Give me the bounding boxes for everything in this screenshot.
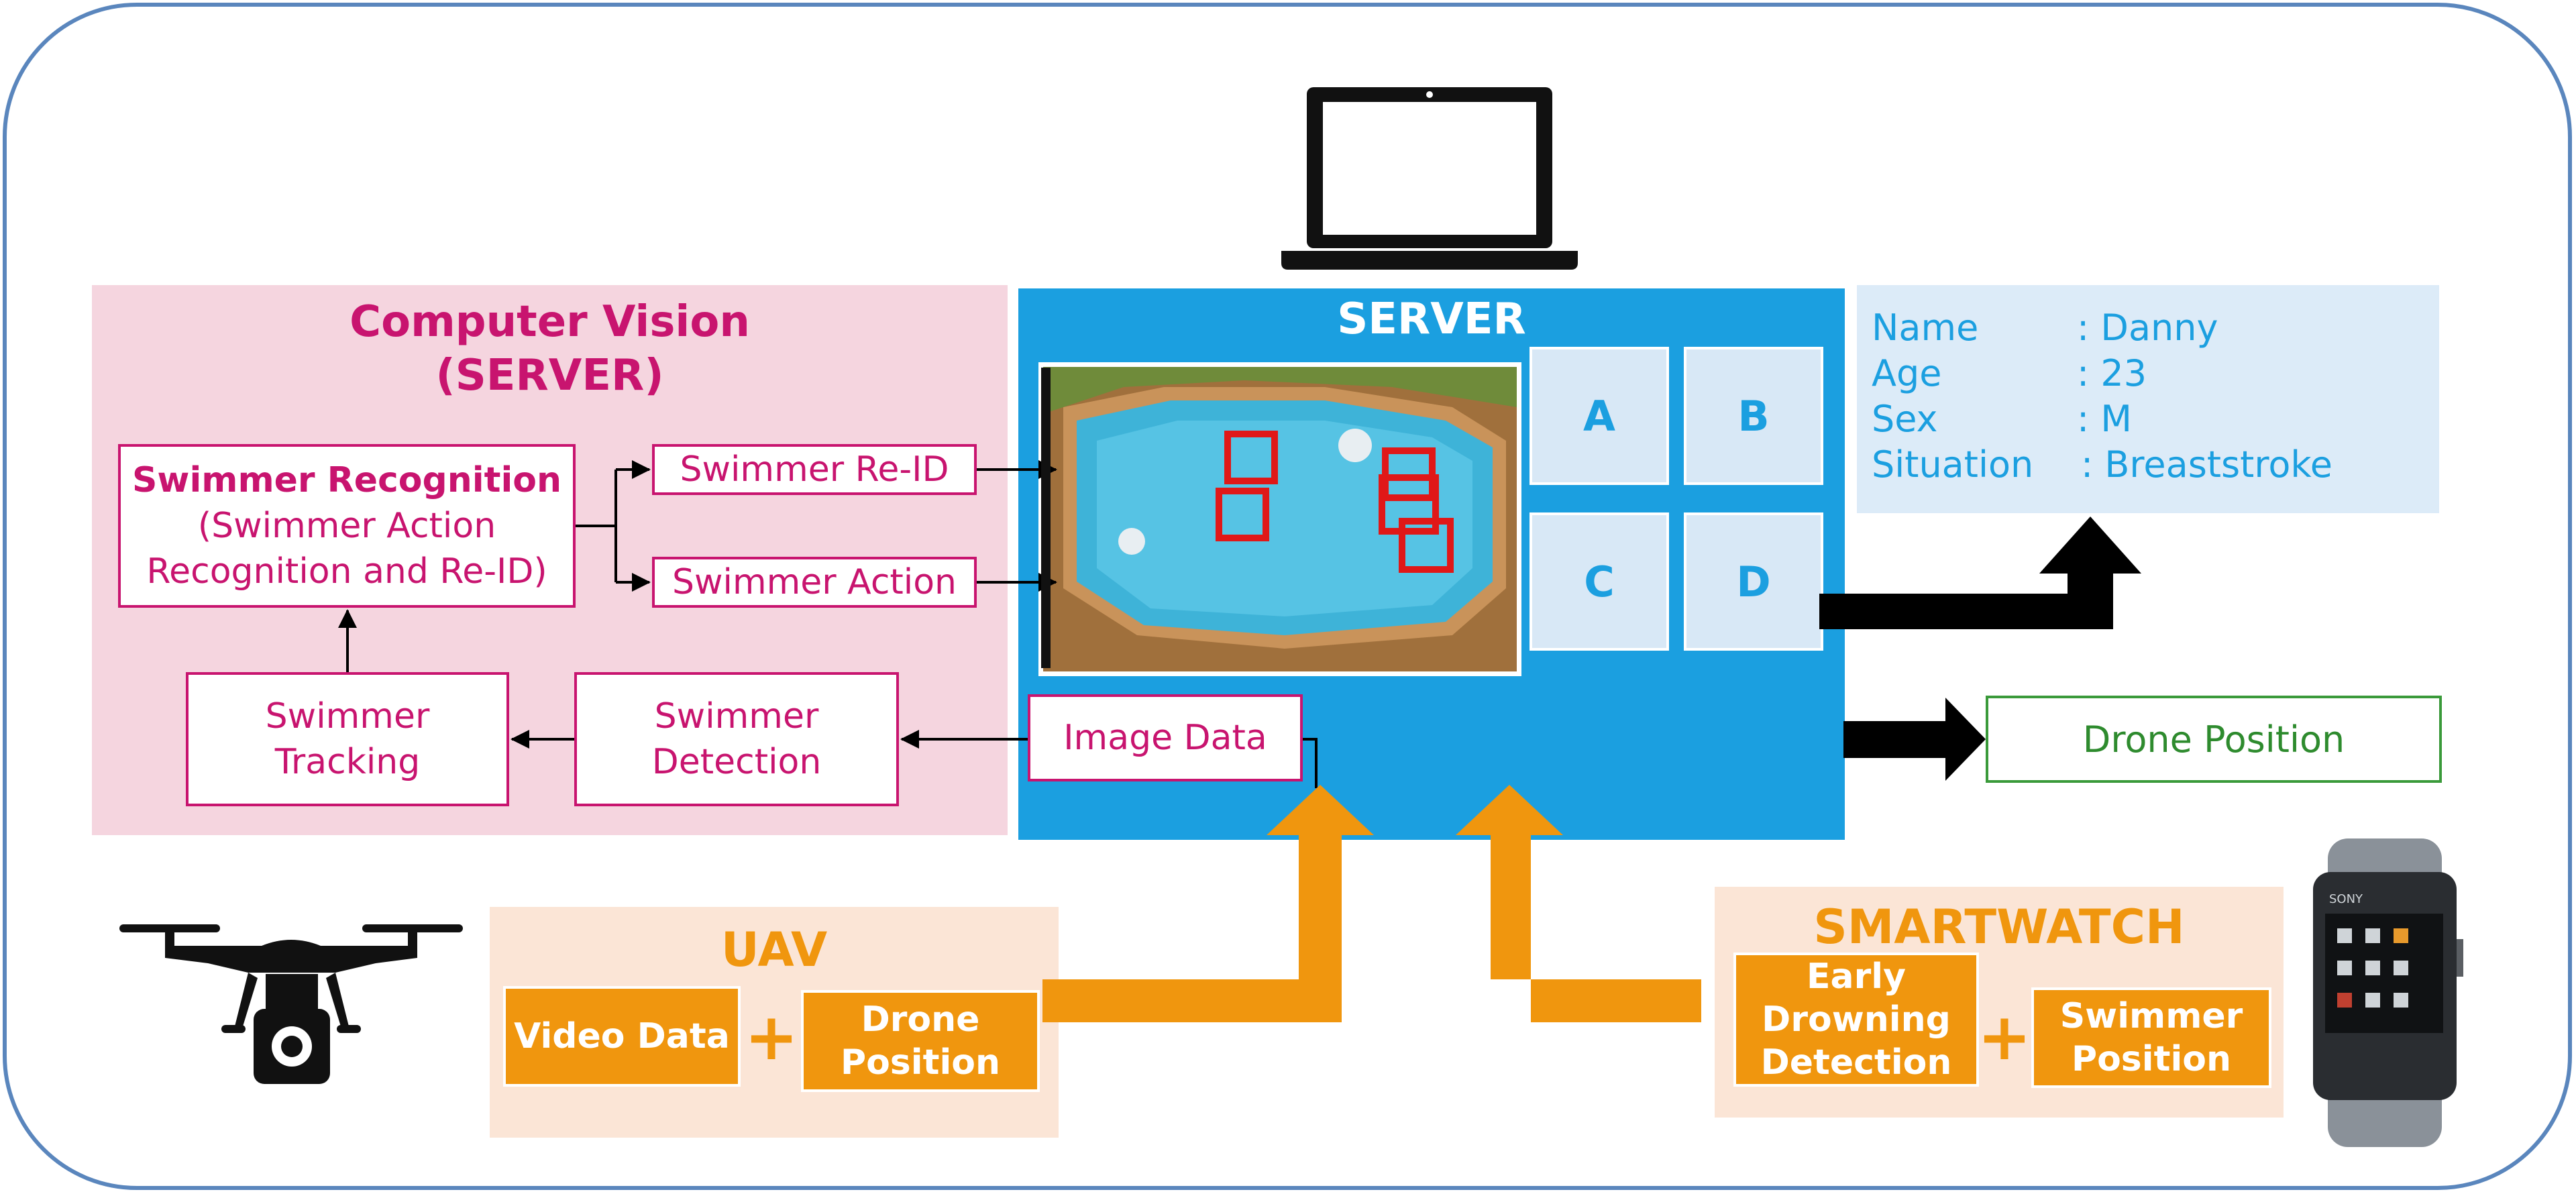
info-value-name: : Danny xyxy=(2077,307,2218,349)
svg-text:SONY: SONY xyxy=(2329,892,2363,906)
tile-b: B xyxy=(1684,347,1823,485)
pool-illustration xyxy=(1043,367,1517,671)
detection-line1: Swimmer xyxy=(654,696,819,737)
photo-bar xyxy=(1041,368,1051,668)
image-data-box: Image Data xyxy=(1028,694,1303,781)
early-line3: Detection xyxy=(1760,1042,1952,1083)
info-value-age: : 23 xyxy=(2077,352,2147,394)
detection-line2: Detection xyxy=(651,742,822,782)
computer-vision-title: Computer Vision (SERVER) xyxy=(92,295,1008,402)
info-value-sex: : M xyxy=(2077,398,2132,440)
swimmer-info-panel xyxy=(1857,285,2439,513)
uav-title: UAV xyxy=(720,922,828,977)
info-label-situation: Situation xyxy=(1872,443,2034,486)
pool-image xyxy=(1038,362,1521,676)
smartwatch-title: SMARTWATCH xyxy=(1813,900,2185,955)
early-drowning-box: Early Drowning Detection xyxy=(1733,953,1979,1087)
smartwatch-icon: SONY xyxy=(2313,838,2463,1147)
info-label-age: Age xyxy=(1872,352,1942,394)
action-label: Swimmer Action xyxy=(672,562,957,602)
swimmer-position-box: Swimmer Position xyxy=(2031,987,2271,1088)
info-label-name: Name xyxy=(1872,307,1979,349)
reid-label: Swimmer Re-ID xyxy=(680,449,949,490)
early-line2: Drowning xyxy=(1762,999,1951,1040)
uav-to-server-arrow xyxy=(1042,785,1374,1022)
image-data-label: Image Data xyxy=(1063,718,1267,758)
early-line1: Early xyxy=(1807,957,1906,997)
cv-title-line1: Computer Vision xyxy=(350,297,750,347)
drone-position-output-label: Drone Position xyxy=(2082,718,2345,761)
smartwatch-plus: + xyxy=(1977,999,2032,1075)
tile-c: C xyxy=(1529,512,1669,651)
tracking-line1: Swimmer xyxy=(265,696,430,737)
recognition-title: Swimmer Recognition xyxy=(131,460,562,500)
swimmer-detection-box: Swimmer Detection xyxy=(574,672,899,806)
tile-to-info-arrow xyxy=(1819,517,2141,629)
info-value-situation: : Breaststroke xyxy=(2081,443,2332,486)
tracking-line2: Tracking xyxy=(274,742,421,782)
drone-icon xyxy=(119,924,463,1084)
server-to-drone-position-arrow xyxy=(1843,698,1986,781)
recognition-connector xyxy=(576,460,651,592)
laptop-icon xyxy=(1281,87,1578,270)
image-data-link xyxy=(1303,738,1318,788)
video-data-label: Video Data xyxy=(514,1016,730,1056)
tile-d: D xyxy=(1684,512,1823,651)
swimmer-action-box: Swimmer Action xyxy=(652,557,977,608)
uav-drone-position-box: Drone Position xyxy=(801,990,1040,1092)
swimmer-position-line1: Swimmer xyxy=(2059,996,2243,1036)
outer-frame xyxy=(3,3,2572,1190)
uav-plus: + xyxy=(744,999,799,1075)
uav-drone-position-line1: Drone xyxy=(861,999,980,1040)
server-title: SERVER xyxy=(1337,294,1526,344)
swimmer-reid-box: Swimmer Re-ID xyxy=(652,444,977,495)
drone-position-output-box: Drone Position xyxy=(1986,696,2442,783)
tile-a: A xyxy=(1529,347,1669,485)
recognition-line2: (Swimmer Action xyxy=(197,506,496,546)
uav-drone-position-line2: Position xyxy=(840,1042,1001,1083)
info-label-sex: Sex xyxy=(1872,398,1938,440)
swimmer-tracking-box: Swimmer Tracking xyxy=(186,672,509,806)
recognition-line3: Recognition and Re-ID) xyxy=(146,551,547,592)
swimmer-position-line2: Position xyxy=(2071,1039,2232,1079)
smartwatch-to-server-arrow xyxy=(1456,785,1701,1022)
swimmer-recognition-box: Swimmer Recognition (Swimmer Action Reco… xyxy=(118,444,576,608)
video-data-box: Video Data xyxy=(503,986,741,1087)
cv-title-line2: (SERVER) xyxy=(435,351,664,400)
